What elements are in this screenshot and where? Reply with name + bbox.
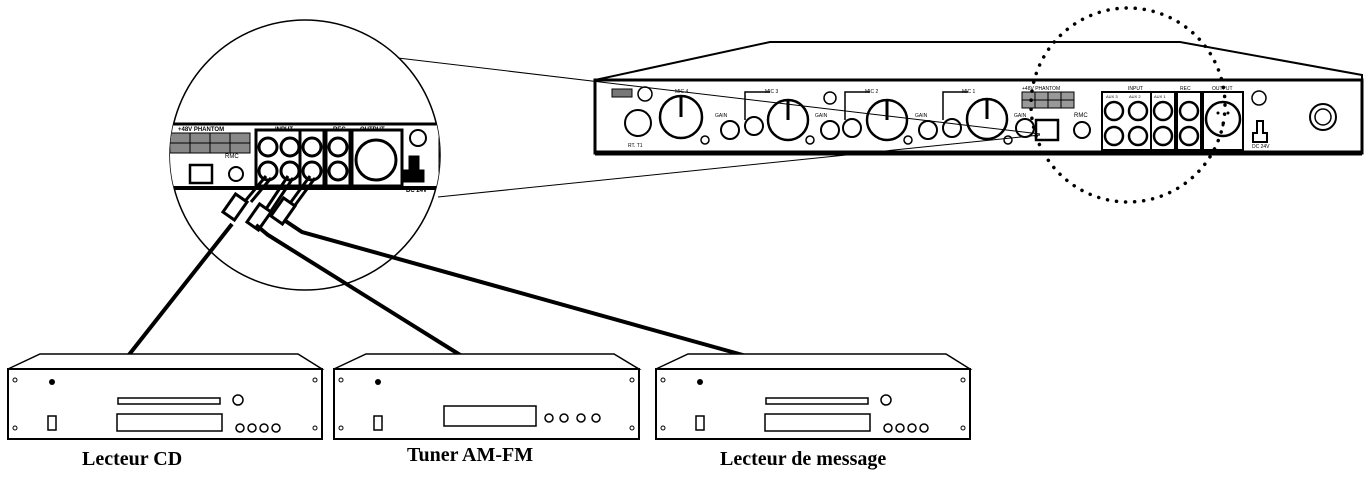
phantom-label: +48V PHANTOM xyxy=(1022,86,1060,92)
mic-3-channel: MIC 3 GAIN xyxy=(744,89,840,145)
cables xyxy=(126,218,751,360)
device-tuner xyxy=(333,353,642,440)
input-aux-block: INPUT AUX 3 AUX 2 AUX 1 xyxy=(1101,86,1176,151)
device-cd-player xyxy=(7,353,325,440)
zoom-rmc-label: RMC xyxy=(225,154,239,160)
mic-1-label: MIC 1 xyxy=(962,89,976,95)
input-label: INPUT xyxy=(1128,86,1143,92)
gain-label-2: GAIN xyxy=(915,113,928,119)
rca-plugs xyxy=(220,175,317,233)
rt-label: RT. T1 xyxy=(628,143,643,149)
cable-cd xyxy=(126,222,234,358)
aux-3-label: AUX 3 xyxy=(1106,94,1118,99)
magnifier-line-bottom xyxy=(437,134,1041,198)
mic-2-label: MIC 2 xyxy=(865,89,879,95)
cable-tuner xyxy=(254,223,467,360)
message-player-label: Lecteur de message xyxy=(720,448,887,470)
tuner-label: Tuner AM-FM xyxy=(407,444,534,466)
zoom-magnifier: +48V PHANTOM RMC INPUT REC OU xyxy=(169,19,441,291)
zoom-dc-label: DC 24V xyxy=(406,188,427,194)
rack-mixer-unit: RT. T1 MIC 4 GAIN MIC 3 GAIN M xyxy=(593,41,1364,156)
focus-highlight-circle xyxy=(1029,6,1227,204)
gain-label-1: GAIN xyxy=(1014,113,1027,119)
cd-player-label: Lecteur CD xyxy=(82,448,183,470)
gain-label-4: GAIN xyxy=(715,113,728,119)
mic-3-label: MIC 3 xyxy=(765,89,779,95)
rec-label: REC xyxy=(1180,86,1191,92)
magnifier-line-top xyxy=(329,49,1041,135)
zoom-phantom-label: +48V PHANTOM xyxy=(178,127,224,133)
dc-label: DC 24V xyxy=(1252,144,1270,150)
gain-label-3: GAIN xyxy=(815,113,828,119)
cable-message xyxy=(282,218,751,359)
rec-block: REC xyxy=(1176,86,1202,151)
aux-2-label: AUX 2 xyxy=(1129,94,1141,99)
rmc-label: RMC xyxy=(1074,113,1088,119)
aux-1-label: AUX 1 xyxy=(1154,94,1166,99)
mic-2-channel: MIC 2 GAIN xyxy=(842,89,938,145)
device-message-player xyxy=(655,353,973,440)
phantom-switch-block: +48V PHANTOM xyxy=(1021,86,1075,142)
